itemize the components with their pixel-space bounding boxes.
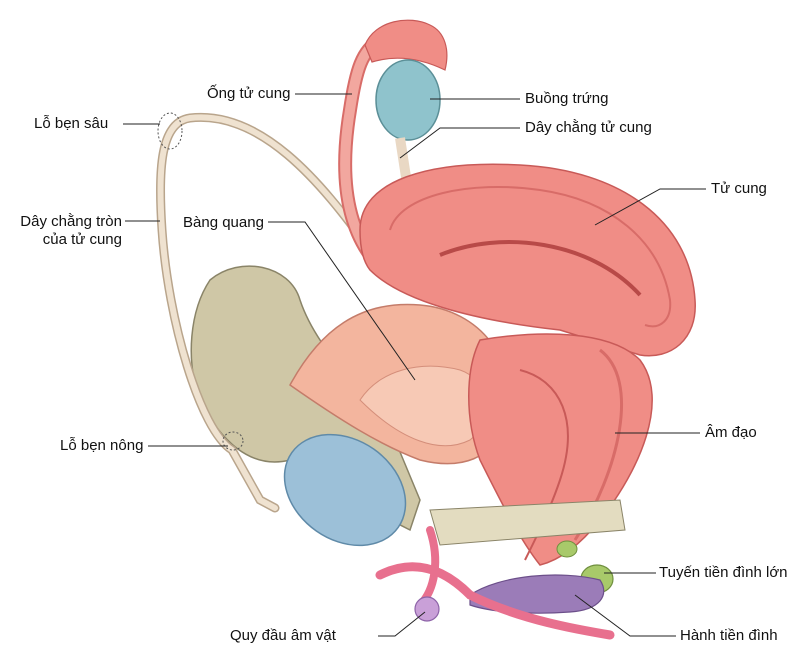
label-buong-trung: Buồng trứng xyxy=(525,90,609,107)
leader-lines xyxy=(123,93,706,637)
greater-vestibular-gland-small xyxy=(556,540,578,558)
uterus xyxy=(359,163,696,357)
perineal-membrane xyxy=(429,499,626,546)
label-ong-tu-cung: Ống tử cung xyxy=(207,85,291,102)
pubic-symphysis xyxy=(283,433,407,547)
label-bang-quang: Bàng quang xyxy=(183,214,264,231)
label-am-dao: Âm đạo xyxy=(705,424,757,441)
label-lo-ben-nong: Lỗ bẹn nông xyxy=(60,437,144,454)
label-quy-dau-am-vat: Quy đầu âm vật xyxy=(230,627,336,644)
deep-inguinal-ring xyxy=(157,112,183,150)
label-hanh-tien-dinh: Hành tiền đình xyxy=(680,627,778,644)
fimbriae xyxy=(364,19,448,71)
label-day-chang-tu-cung: Dây chằng tử cung xyxy=(525,119,652,136)
label-tu-cung: Tử cung xyxy=(711,180,767,197)
label-tuyen-tien-dinh-lon: Tuyến tiền đình lớn xyxy=(659,564,788,581)
label-day-chang-tron: Dây chằng tròn của tử cung xyxy=(20,213,122,248)
clitoris xyxy=(375,562,615,640)
superficial-inguinal-ring xyxy=(222,431,244,451)
ovary xyxy=(375,59,441,141)
label-lo-ben-sau: Lỗ bẹn sâu xyxy=(34,115,109,132)
